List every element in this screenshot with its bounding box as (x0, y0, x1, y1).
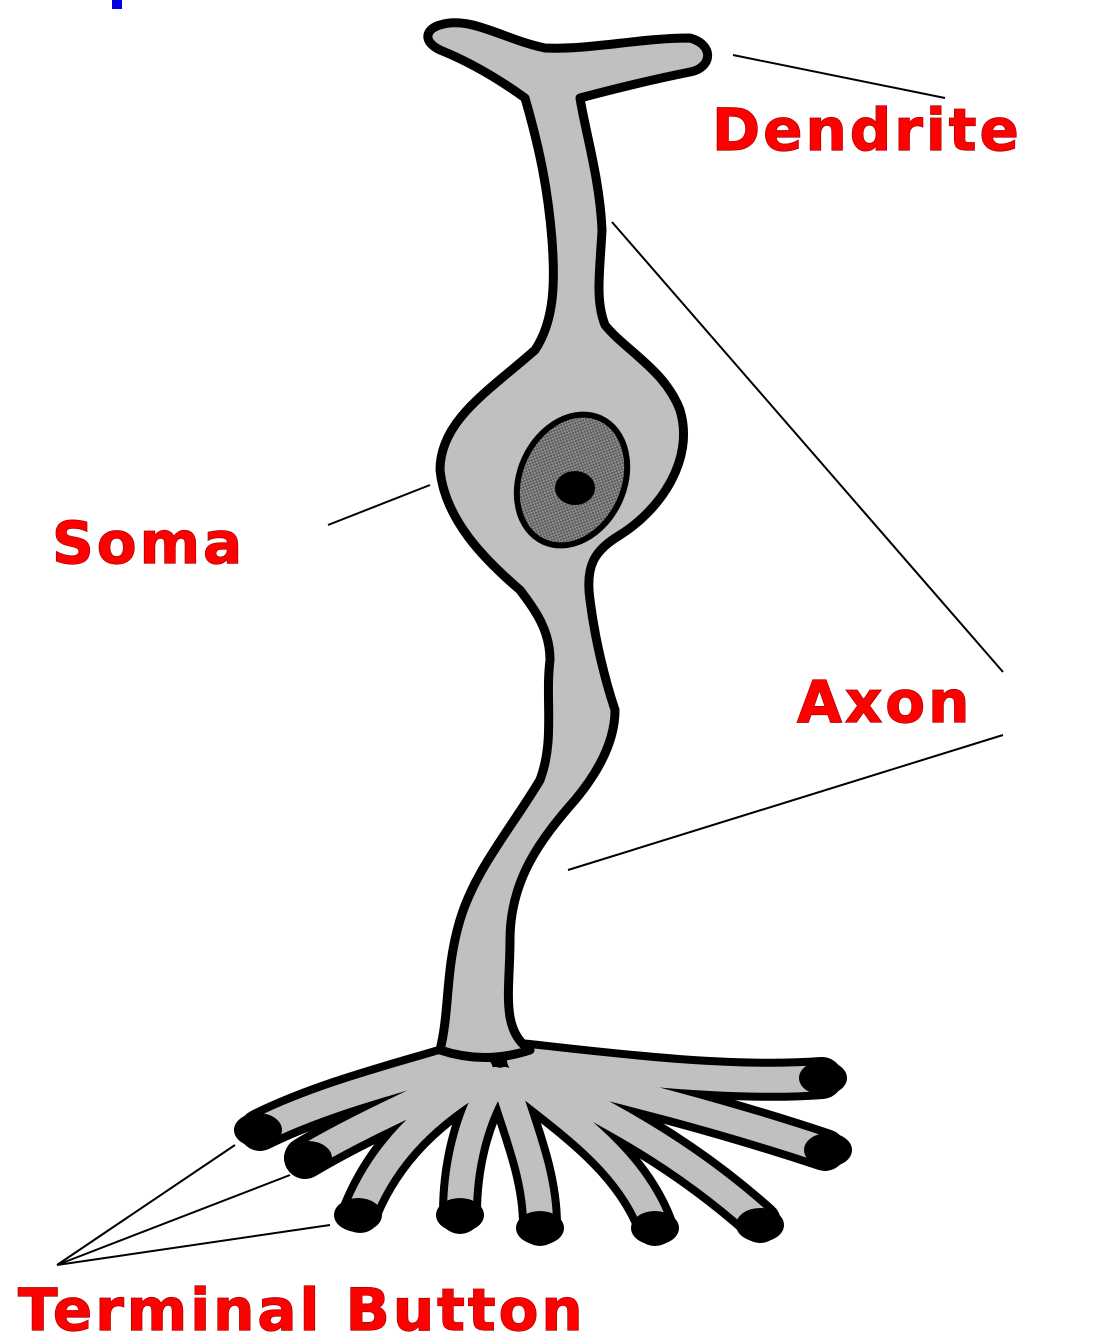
terminal-branches (260, 1058, 825, 1225)
nucleolus (555, 471, 595, 505)
axon-label: Axon (797, 668, 972, 736)
corner-mark (112, 0, 122, 9)
terminal-button-label: Terminal Button (18, 1276, 586, 1337)
soma-label: Soma (52, 509, 245, 577)
dendrite-label: Dendrite (712, 96, 1022, 164)
